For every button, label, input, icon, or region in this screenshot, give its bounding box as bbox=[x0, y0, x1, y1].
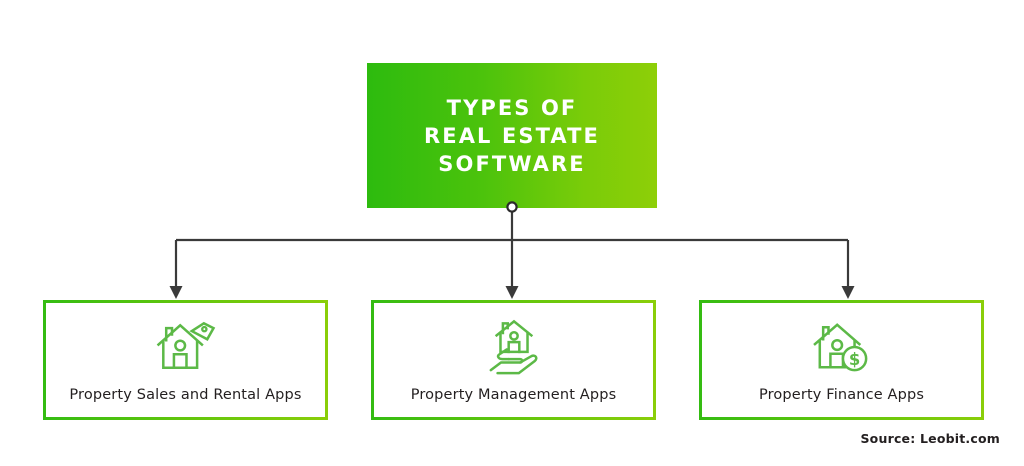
node-card-label: Property Sales and Rental Apps bbox=[69, 387, 302, 403]
title-line-2: REAL ESTATE bbox=[423, 123, 601, 148]
house-with-price-tag-icon bbox=[156, 321, 215, 370]
node-card-property-sales-and-rental-apps[interactable]: Property Sales and Rental Apps bbox=[43, 300, 328, 420]
svg-text:$: $ bbox=[848, 350, 859, 369]
node-card-label: Property Finance Apps bbox=[758, 387, 925, 403]
title-line-1: TYPES OF bbox=[446, 95, 578, 120]
title-line-3: SOFTWARE bbox=[438, 151, 586, 176]
title-card: TYPES OF REAL ESTATE SOFTWARE bbox=[367, 63, 657, 208]
connector-arrowheads bbox=[169, 286, 855, 299]
node-card-property-management-apps[interactable]: Property Management Apps bbox=[371, 300, 656, 420]
source-note: Source: Leobit.com bbox=[860, 431, 1000, 446]
arrowhead-left bbox=[169, 286, 183, 299]
house-in-hand-icon bbox=[489, 319, 537, 375]
arrowhead-right bbox=[841, 286, 855, 299]
node-card-label: Property Management Apps bbox=[410, 387, 617, 403]
house-with-dollar-coin-icon: $ bbox=[812, 323, 867, 372]
node-card-property-finance-apps[interactable]: $ Property Finance Apps bbox=[699, 300, 984, 420]
arrowhead-center bbox=[505, 286, 519, 299]
